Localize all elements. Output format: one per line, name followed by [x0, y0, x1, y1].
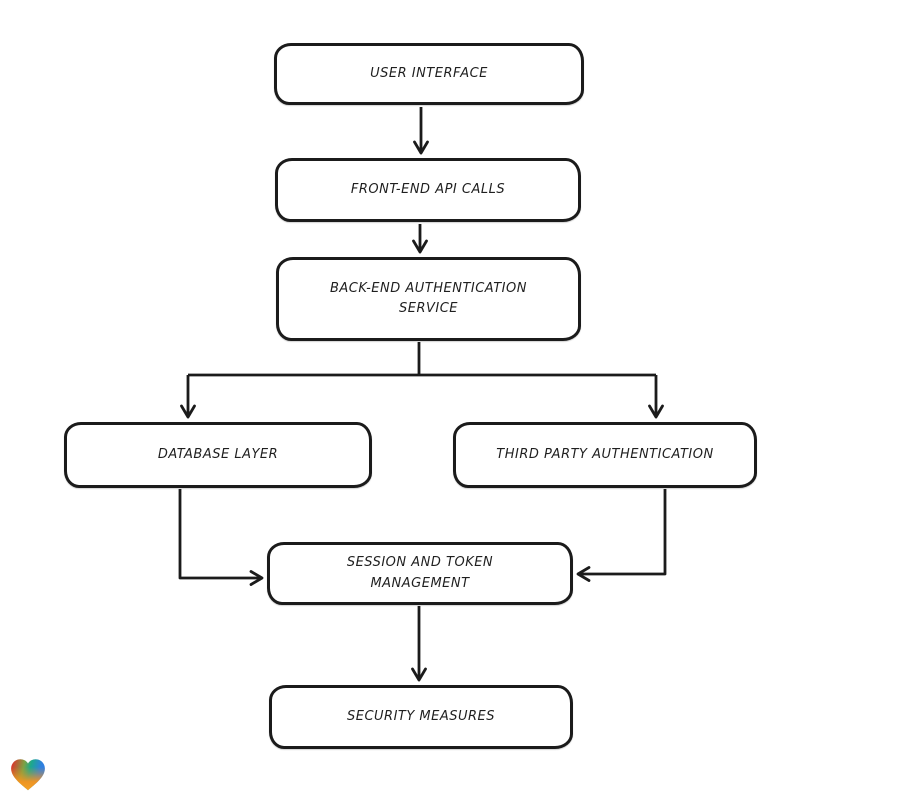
node-third-party-authentication: THIRD PARTY AUTHENTICATION — [453, 422, 757, 488]
node-security-measures-label: SECURITY MEASURES — [346, 708, 496, 724]
node-third-party-authentication-label: THIRD PARTY AUTHENTICATION — [496, 446, 714, 462]
node-front-end-api-calls: FRONT-END API CALLS — [275, 158, 581, 222]
node-back-end-authentication-service-label: BACK-END AUTHENTICATION SERVICE — [330, 280, 527, 316]
node-user-interface-label: USER INTERFACE — [370, 65, 488, 81]
node-session-and-token-management: SESSION AND TOKEN MANAGEMENT — [267, 542, 573, 605]
node-database-layer: DATABASE LAYER — [64, 422, 372, 488]
edge-database-layer-to-session-and-token-management — [178, 489, 264, 586]
edge-third-party-authentication-to-session-and-token-management — [576, 489, 667, 582]
node-back-end-authentication-service: BACK-END AUTHENTICATION SERVICE — [276, 257, 581, 341]
node-user-interface: USER INTERFACE — [274, 43, 584, 105]
heart-logo — [9, 757, 47, 793]
node-security-measures: SECURITY MEASURES — [269, 685, 573, 749]
node-database-layer-label: DATABASE LAYER — [157, 446, 279, 462]
node-session-and-token-management-label: SESSION AND TOKEN MANAGEMENT — [346, 555, 494, 591]
node-front-end-api-calls-label: FRONT-END API CALLS — [350, 181, 506, 197]
heart-icon — [11, 759, 45, 791]
